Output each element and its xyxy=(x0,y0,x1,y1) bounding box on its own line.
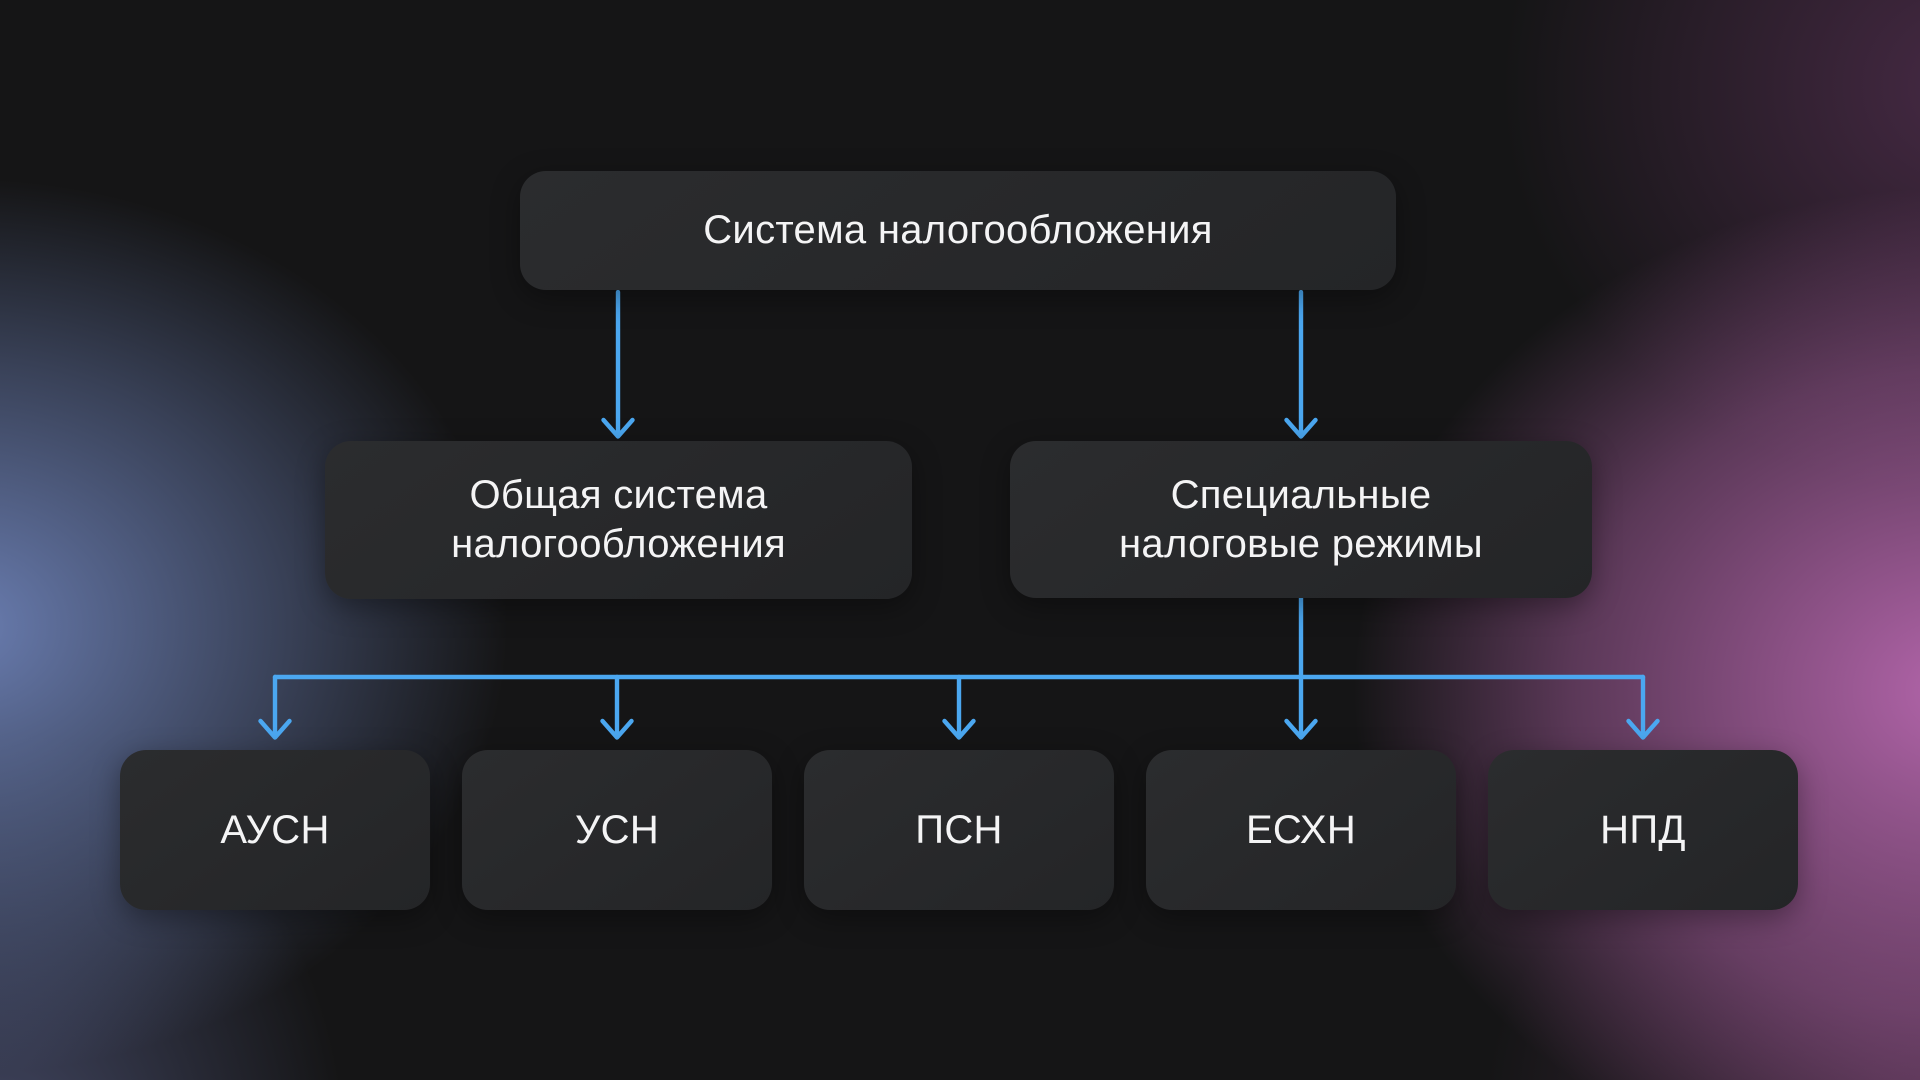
node-psn-label: ПСН xyxy=(915,807,1003,852)
arrow-rail-to-npd xyxy=(1626,674,1660,740)
label-line: Общая система xyxy=(469,473,768,517)
node-tax-system-root: Система налогообложения xyxy=(520,171,1396,290)
node-general-tax-system: Общая система налогообложения xyxy=(325,441,912,599)
node-ausn-label: АУСН xyxy=(220,807,330,852)
node-tax-system-root-label: Система налогообложения xyxy=(703,208,1213,252)
node-npd-label: НПД xyxy=(1600,807,1686,852)
label-line: Специальные xyxy=(1170,472,1432,517)
node-general-tax-system-label: Общая система налогообложения xyxy=(451,471,786,569)
node-usn: УСН xyxy=(462,750,772,910)
arrow-rail-to-ausn xyxy=(258,674,292,740)
node-eskhn: ЕСХН xyxy=(1146,750,1456,910)
label-line: налогообложения xyxy=(451,522,786,566)
arrow-root-to-general xyxy=(601,289,635,439)
node-eskhn-label: ЕСХН xyxy=(1245,807,1357,852)
node-npd: НПД xyxy=(1488,750,1798,910)
arrow-rail-to-psn xyxy=(942,674,976,740)
node-special-tax-regimes: Специальные налоговые режимы xyxy=(1010,441,1592,598)
node-psn: ПСН xyxy=(804,750,1114,910)
arrow-special-to-eskhn xyxy=(1284,595,1318,740)
arrow-rail-to-usn xyxy=(600,674,634,740)
label-line: налоговые режимы xyxy=(1119,521,1483,566)
node-ausn: АУСН xyxy=(120,750,430,910)
arrow-root-to-special xyxy=(1284,289,1318,439)
node-special-tax-regimes-label: Специальные налоговые режимы xyxy=(1119,471,1483,569)
node-usn-label: УСН xyxy=(574,807,660,852)
